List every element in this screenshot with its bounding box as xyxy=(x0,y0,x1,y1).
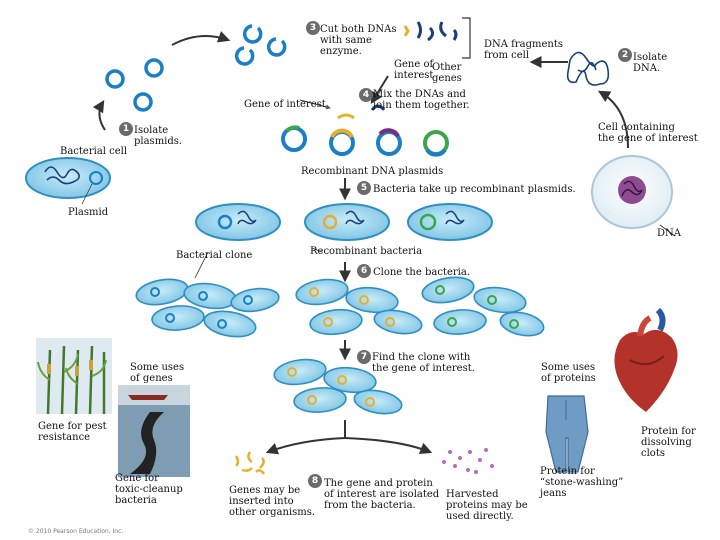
arrow-to-proteins xyxy=(344,437,433,455)
cut-plasmids xyxy=(234,24,287,66)
step-badge-4: 4 xyxy=(359,88,373,102)
heart-image xyxy=(614,307,678,412)
plasmid-label: Plasmid xyxy=(68,207,109,218)
arrow-to-isolate-dna xyxy=(597,90,629,149)
recombinant-plasmids-label: Recombinant DNA plasmids xyxy=(301,166,444,177)
dna-pointer xyxy=(659,224,676,237)
fragments-bracket xyxy=(462,17,471,59)
isolated-proteins xyxy=(442,448,494,474)
recombinant-bacteria-label: Recombinant bacteria xyxy=(310,246,423,257)
clone-pointer xyxy=(194,251,209,279)
bacterial-clone-cluster xyxy=(135,278,280,338)
dna-fragments xyxy=(403,21,458,42)
step-badge-6: 6 xyxy=(357,264,371,278)
step-badge-7: 7 xyxy=(357,350,371,364)
step-badge-3: 3 xyxy=(306,21,320,35)
bacterial-cell-label: Bacterial cell xyxy=(60,146,128,157)
bacterial-cell xyxy=(25,157,111,199)
gene-fragment-mid xyxy=(337,104,386,120)
dna-label: DNA xyxy=(657,228,681,239)
step-badge-2: 2 xyxy=(618,48,632,62)
stone-washing-label: Protein for“stone-washing”jeans xyxy=(540,466,624,499)
corn-plants-image xyxy=(36,338,112,415)
recombinant-bacteria xyxy=(195,203,493,241)
step-badge-1: 1 xyxy=(119,122,133,136)
bacterial-clone-label: Bacterial clone xyxy=(176,250,253,261)
step-6-text: Clone the bacteria. xyxy=(373,267,470,278)
recombinant-pointer xyxy=(311,247,323,253)
isolated-dna xyxy=(566,51,610,86)
plasmid-pointer xyxy=(81,183,93,205)
other-clone-cluster xyxy=(421,276,545,337)
isolated-plasmids xyxy=(105,58,164,112)
recombinant-plasmids xyxy=(281,125,449,157)
gene-of-interest-label: Gene of interest xyxy=(244,99,326,110)
arrow-to-plasmids xyxy=(92,99,106,131)
gene-pointer xyxy=(299,99,331,110)
arrow-to-genes xyxy=(265,437,346,455)
isolated-genes xyxy=(234,451,266,475)
selected-clone-cluster xyxy=(295,278,423,336)
copyright-text: © 2010 Pearson Education, Inc. xyxy=(28,528,124,535)
arrow-to-mix xyxy=(370,75,389,105)
oil-spill-image xyxy=(118,385,190,477)
arrow-to-cut xyxy=(171,31,231,46)
step-badge-5: 5 xyxy=(357,181,371,195)
step-badge-8: 8 xyxy=(308,474,322,488)
step-5-text: Bacteria take up recombinant plasmids. xyxy=(373,184,576,195)
jeans-image xyxy=(545,395,589,473)
found-clone-cluster xyxy=(273,358,403,415)
source-cell xyxy=(591,155,673,229)
